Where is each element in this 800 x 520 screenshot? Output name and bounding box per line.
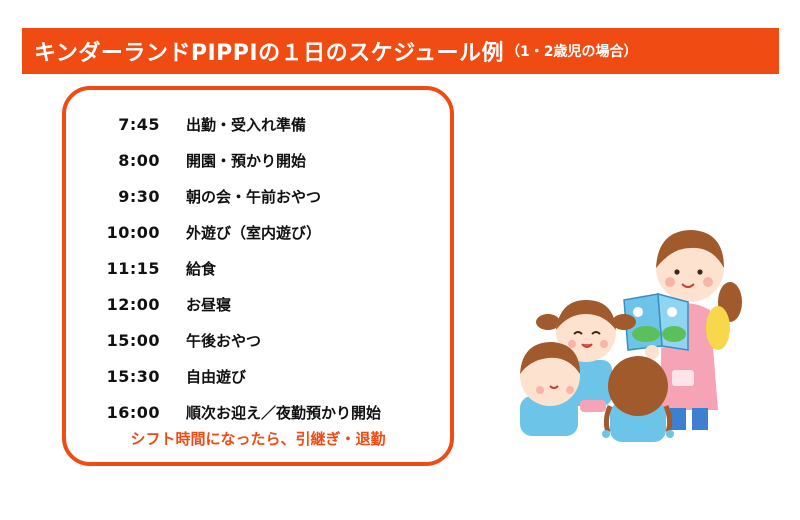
schedule-time: 12:00: [106, 294, 160, 314]
schedule-activity: 開園・預かり開始: [186, 151, 307, 170]
schedule-time: 15:30: [106, 366, 160, 386]
schedule-row: 15:00 午後おやつ: [66, 322, 450, 358]
schedule-activity: 順次お迎え／夜勤預かり開始: [186, 403, 382, 422]
schedule-activity: お昼寝: [186, 295, 232, 314]
schedule-row: 9:30 朝の会・午前おやつ: [66, 178, 450, 214]
schedule-row: 10:00 外遊び（室内遊び）: [66, 214, 450, 250]
schedule-time: 8:00: [118, 150, 160, 170]
schedule-panel: 7:45 出勤・受入れ準備 8:00 開園・預かり開始 9:30 朝の会・午前お…: [62, 86, 454, 466]
schedule-time: 7:45: [118, 114, 160, 134]
child-back-figure: [602, 356, 674, 442]
header-banner: キンダーランドPIPPIの１日のスケジュール例 （1・2歳児の場合）: [22, 28, 779, 74]
child-front-figure: [520, 342, 606, 436]
schedule-list: 7:45 出勤・受入れ準備 8:00 開園・預かり開始 9:30 朝の会・午前お…: [66, 106, 450, 430]
schedule-row: 12:00 お昼寝: [66, 286, 450, 322]
schedule-time: 16:00: [106, 402, 160, 422]
schedule-time: 10:00: [106, 222, 160, 242]
schedule-activity: 朝の会・午前おやつ: [186, 187, 322, 206]
schedule-row: 7:45 出勤・受入れ準備: [66, 106, 450, 142]
schedule-time: 15:00: [106, 330, 160, 350]
schedule-row: 11:15 給食: [66, 250, 450, 286]
page-title: キンダーランドPIPPIの１日のスケジュール例: [34, 41, 505, 66]
schedule-row: 8:00 開園・預かり開始: [66, 142, 450, 178]
schedule-row: 15:30 自由遊び: [66, 358, 450, 394]
schedule-activity: 給食: [186, 259, 217, 278]
schedule-time: 11:15: [106, 258, 160, 278]
page-subtitle: （1・2歳児の場合）: [506, 44, 638, 60]
schedule-activity: 外遊び（室内遊び）: [186, 223, 322, 242]
schedule-activity: 午後おやつ: [186, 331, 262, 350]
schedule-time: 9:30: [118, 186, 160, 206]
schedule-activity: 自由遊び: [186, 367, 247, 386]
schedule-activity: 出勤・受入れ準備: [186, 115, 307, 134]
schedule-row: 16:00 順次お迎え／夜勤預かり開始: [66, 394, 450, 430]
shift-note: シフト時間になったら、引継ぎ・退勤: [130, 430, 386, 448]
teacher-reading-picture-book-to-children-icon: [512, 210, 762, 450]
picture-book: [623, 293, 689, 359]
